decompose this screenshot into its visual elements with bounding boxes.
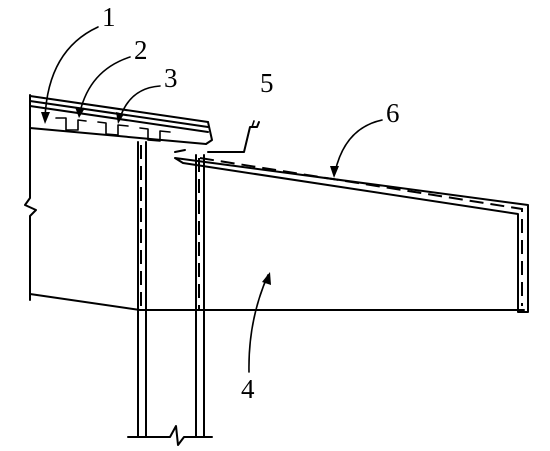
label-2: 2: [134, 35, 148, 65]
leader-lines: [44, 26, 383, 373]
label-3: 3: [164, 63, 178, 93]
label-6: 6: [386, 98, 400, 128]
arrowheads: [41, 107, 339, 285]
cantilever-slab: [174, 149, 529, 313]
gutter-flashing: [207, 120, 260, 153]
label-1: 1: [102, 2, 116, 32]
label-4: 4: [241, 374, 255, 404]
wall-break-line: [24, 94, 37, 301]
columns: [137, 141, 205, 437]
beam-outline: [29, 127, 525, 311]
label-5: 5: [260, 68, 274, 98]
purlins: [55, 117, 171, 142]
ground-break-line: [127, 425, 213, 446]
